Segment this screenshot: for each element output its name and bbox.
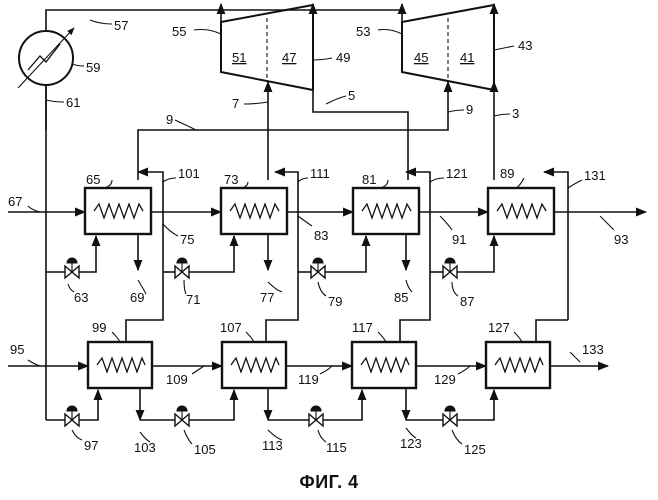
heat-exchanger-81: [353, 188, 419, 234]
label-131: 131: [584, 168, 606, 183]
label-49: 49: [336, 50, 350, 65]
label-117: 117: [352, 320, 373, 335]
label-107: 107: [220, 320, 242, 335]
stream-127-riser: [536, 320, 568, 342]
label-85: 85: [394, 290, 408, 305]
line-valve-115-out: [322, 390, 362, 420]
valve-105[interactable]: [175, 406, 189, 426]
label-7: 7: [232, 96, 239, 111]
cooler-59: [18, 28, 74, 88]
valve-87[interactable]: [443, 258, 457, 278]
label-65: 65: [86, 172, 100, 187]
label-3: 3: [512, 106, 519, 121]
label-47: 47: [282, 50, 296, 65]
label-115: 115: [326, 440, 347, 455]
label-103: 103: [134, 440, 156, 455]
label-9a: 9: [166, 112, 173, 127]
reference-labels: 51 47 45 41 49 43 55 53 57 59 61 7 5 9 9…: [8, 18, 628, 457]
label-109: 109: [166, 372, 188, 387]
heat-exchanger-73: [221, 188, 287, 234]
label-93: 93: [614, 232, 628, 247]
label-67: 67: [8, 194, 22, 209]
label-63: 63: [74, 290, 88, 305]
label-79: 79: [328, 294, 342, 309]
valve-97[interactable]: [65, 406, 79, 426]
label-73: 73: [224, 172, 238, 187]
label-113: 113: [262, 438, 283, 453]
label-99: 99: [92, 320, 106, 335]
label-127: 127: [488, 320, 510, 335]
label-61: 61: [66, 95, 80, 110]
label-105: 105: [194, 442, 216, 457]
label-97: 97: [84, 438, 98, 453]
label-101: 101: [178, 166, 200, 181]
valve-125[interactable]: [443, 406, 457, 426]
label-75: 75: [180, 232, 194, 247]
figure-caption: ФИГ. 4: [0, 472, 658, 493]
valve-71[interactable]: [175, 258, 189, 278]
valve-63[interactable]: [65, 258, 79, 278]
label-77: 77: [260, 290, 274, 305]
label-81: 81: [362, 172, 376, 187]
line-valve-79-out: [324, 236, 366, 272]
label-5: 5: [348, 88, 355, 103]
label-87: 87: [460, 294, 474, 309]
line-valve-63-out: [78, 236, 96, 272]
valve-79[interactable]: [311, 258, 325, 278]
label-133: 133: [582, 342, 604, 357]
label-83: 83: [314, 228, 328, 243]
label-71: 71: [186, 292, 200, 307]
label-119: 119: [298, 372, 319, 387]
turbine-left: [221, 5, 313, 90]
label-43: 43: [518, 38, 532, 53]
heat-exchanger-89: [488, 188, 554, 234]
label-69: 69: [130, 290, 144, 305]
heat-exchanger-99: [88, 342, 152, 388]
label-57: 57: [114, 18, 128, 33]
heat-exchanger-127: [486, 342, 550, 388]
line-valve-97-out: [78, 390, 98, 420]
label-51: 51: [232, 50, 246, 65]
line-valve-71-out: [188, 236, 234, 272]
label-55: 55: [172, 24, 186, 39]
line-valve-105-out: [188, 390, 234, 420]
heat-exchanger-65: [85, 188, 151, 234]
label-89: 89: [500, 166, 514, 181]
label-95: 95: [10, 342, 24, 357]
label-41: 41: [460, 50, 474, 65]
turbine-right: [402, 5, 494, 90]
valve-115[interactable]: [309, 406, 323, 426]
label-59: 59: [86, 60, 100, 75]
label-123: 123: [400, 436, 422, 451]
heat-exchanger-107: [222, 342, 286, 388]
label-53: 53: [356, 24, 370, 39]
heat-exchanger-117: [352, 342, 416, 388]
label-125: 125: [464, 442, 486, 457]
line-valve-125-out: [456, 390, 494, 420]
label-9b: 9: [466, 102, 473, 117]
label-121: 121: [446, 166, 468, 181]
label-129: 129: [434, 372, 456, 387]
label-111: 111: [310, 166, 330, 181]
label-45: 45: [414, 50, 428, 65]
label-91: 91: [452, 232, 466, 247]
